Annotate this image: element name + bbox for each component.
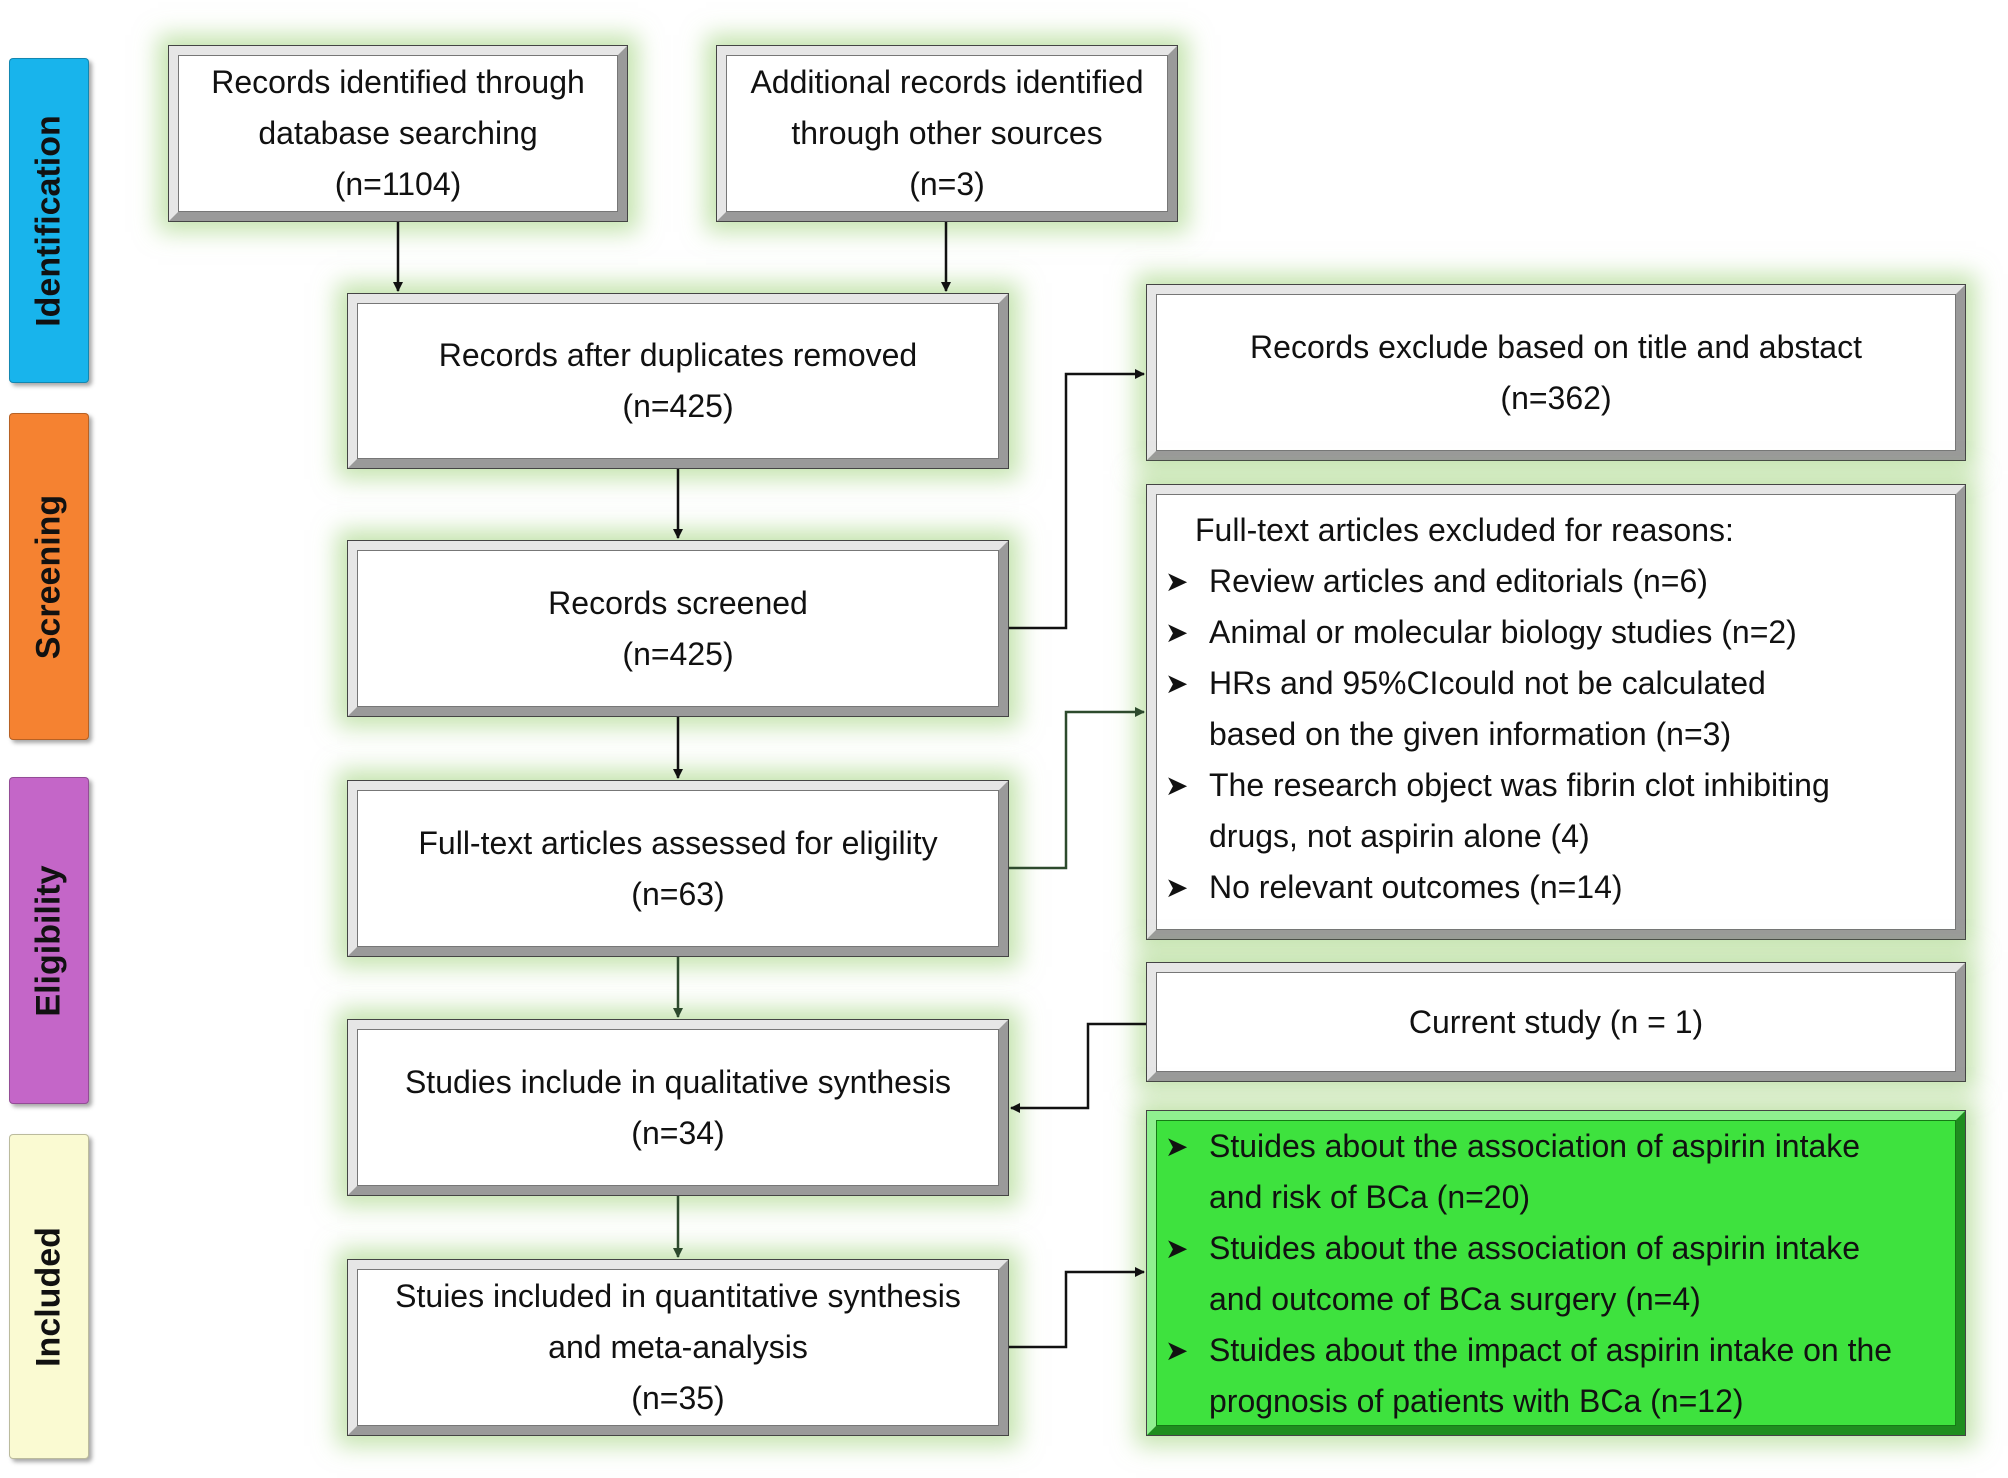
box-text-line: and meta-analysis xyxy=(548,1329,808,1365)
box-text-line: (n=1104) xyxy=(334,166,462,202)
box-text-line: database searching xyxy=(258,115,538,151)
arrowhead-bullet-icon: ➤ xyxy=(1165,1335,1189,1366)
box-fulltext-excluded: Full-text articles excluded for reasons:… xyxy=(1146,484,1966,940)
box-text-line: Stuies included in quantitative synthesi… xyxy=(395,1278,961,1314)
box-text-line: Current study (n = 1) xyxy=(1408,1003,1704,1040)
arrowhead-bullet-icon: ➤ xyxy=(1165,617,1189,648)
list-item-text: based on the given information (n=3) xyxy=(1209,716,1732,752)
box-text-line: (n=3) xyxy=(909,166,985,202)
box-text-line: (n=63) xyxy=(631,875,725,912)
box-text-line: Records exclude based on title and absta… xyxy=(1250,328,1862,365)
stage-label-eligibility: Eligibility xyxy=(29,864,68,1017)
list-item-text: and outcome of BCa surgery (n=4) xyxy=(1209,1281,1701,1317)
arrowhead-bullet-icon: ➤ xyxy=(1165,1233,1189,1264)
box-included-study-groups: ➤ Stuides about the association of aspir… xyxy=(1146,1110,1966,1436)
box-text-line: (n=362) xyxy=(1500,379,1612,416)
box-text-line: Additional records identified xyxy=(750,64,1144,100)
excluded-reasons-title: Full-text articles excluded for reasons: xyxy=(1195,512,1734,548)
list-item-text: Stuides about the association of aspirin… xyxy=(1209,1230,1861,1266)
list-item-text: drugs, not aspirin alone (4) xyxy=(1209,818,1590,854)
box-text-line: (n=35) xyxy=(631,1380,725,1416)
list-item: ➤ Animal or molecular biology studies (n… xyxy=(1159,607,1953,658)
box-other-sources: Additional records identified through ot… xyxy=(716,45,1178,222)
list-item: ➤ Stuides about the association of aspir… xyxy=(1159,1121,1953,1223)
box-fulltext-assessed: Full-text articles assessed for eligilit… xyxy=(347,780,1009,957)
stage-label-screening: Screening xyxy=(29,494,68,659)
box-records-screened: Records screened (n=425) xyxy=(347,540,1009,717)
list-item: ➤ The research object was fibrin clot in… xyxy=(1159,760,1953,862)
list-item-text: Stuides about the impact of aspirin inta… xyxy=(1209,1332,1893,1368)
box-text-line: Studies include in qualitative synthesis xyxy=(404,1063,952,1100)
box-text-line: (n=34) xyxy=(631,1114,725,1151)
arrowhead-bullet-icon: ➤ xyxy=(1165,872,1189,903)
box-after-duplicates: Records after duplicates removed (n=425) xyxy=(347,293,1009,469)
list-item-text: and risk of BCa (n=20) xyxy=(1209,1179,1531,1215)
list-item-text: No relevant outcomes (n=14) xyxy=(1209,869,1623,905)
stage-screening: Screening xyxy=(9,413,89,740)
box-text-line: Records identified through xyxy=(211,64,585,100)
list-item: ➤ No relevant outcomes (n=14) xyxy=(1159,862,1953,913)
arrow-assessed-to-excluded-fulltext xyxy=(1009,707,1145,870)
list-item-text: HRs and 95%CIcould not be calculated xyxy=(1209,665,1766,701)
stage-eligibility: Eligibility xyxy=(9,777,89,1104)
list-item: ➤ Stuides about the impact of aspirin in… xyxy=(1159,1325,1953,1427)
list-item-text: The research object was fibrin clot inhi… xyxy=(1209,767,1830,803)
arrow-quantitative-to-included-groups xyxy=(1009,1267,1145,1349)
arrow-screened-to-excluded-title xyxy=(1009,369,1145,630)
arrowhead-bullet-icon: ➤ xyxy=(1165,1131,1189,1162)
arrowhead-bullet-icon: ➤ xyxy=(1165,668,1189,699)
box-qualitative-synthesis: Studies include in qualitative synthesis… xyxy=(347,1019,1009,1196)
list-item: ➤ Review articles and editorials (n=6) xyxy=(1159,556,1953,607)
box-text-line: Full-text articles assessed for eligilit… xyxy=(418,824,938,861)
box-text-line: through other sources xyxy=(791,115,1103,151)
box-text-line: Records screened xyxy=(548,584,808,621)
arrowhead-bullet-icon: ➤ xyxy=(1165,566,1189,597)
list-item-text: Stuides about the association of aspirin… xyxy=(1209,1128,1861,1164)
arrow-current-study-to-qualitative xyxy=(1010,1022,1146,1113)
list-item-text: Review articles and editorials (n=6) xyxy=(1209,563,1708,599)
list-item: ➤ HRs and 95%CIcould not be calculated b… xyxy=(1159,658,1953,760)
arrowhead-bullet-icon: ➤ xyxy=(1165,770,1189,801)
box-text-line: Records after duplicates removed xyxy=(438,337,918,373)
list-item-text: prognosis of patients with BCa (n=12) xyxy=(1209,1383,1744,1419)
box-text-line: (n=425) xyxy=(622,635,734,672)
box-quantitative-synthesis: Stuies included in quantitative synthesi… xyxy=(347,1259,1009,1436)
stage-label-included: Included xyxy=(29,1226,68,1367)
stage-label-identification: Identification xyxy=(29,114,68,327)
box-text-line: (n=425) xyxy=(622,388,734,424)
list-item: ➤ Stuides about the association of aspir… xyxy=(1159,1223,1953,1325)
list-item-text: Animal or molecular biology studies (n=2… xyxy=(1209,614,1797,650)
box-database-records: Records identified through database sear… xyxy=(168,45,628,222)
box-current-study: Current study (n = 1) xyxy=(1146,962,1966,1082)
box-excluded-title-abstract: Records exclude based on title and absta… xyxy=(1146,284,1966,461)
stage-included: Included xyxy=(9,1134,89,1459)
stage-identification: Identification xyxy=(9,58,89,383)
